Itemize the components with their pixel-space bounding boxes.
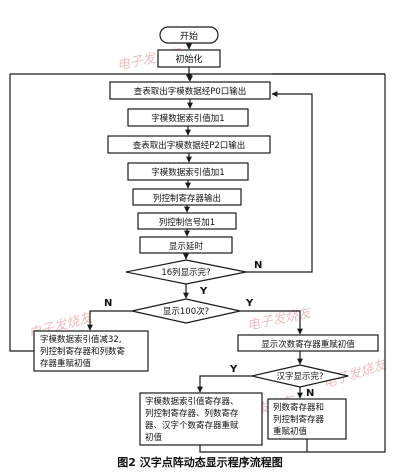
reset-count-label: 显示次数寄存器重赋初值 [261,339,355,350]
column-register-output-label: 列控制寄存器输出 [153,193,221,204]
init-label: 初始化 [175,53,202,65]
index-inc-label-1: 字模数据索引值加1 [151,113,224,124]
reassign-all-box [139,392,263,446]
branch-100-no [87,310,132,331]
start-label: 开始 [180,30,198,42]
reset-columns-line-1: 列数寄存器和 [273,402,324,413]
no-label-char: N [306,388,314,399]
branch-char-yes [197,375,252,393]
index-inc-label-2: 字模数据索引值加1 [151,167,224,178]
figure-caption: 图2 汉字点阵动态显示程序流程图 [117,455,282,469]
reset-index-box [33,330,149,372]
loop-left [9,74,34,352]
yes-label-char: Y [229,364,238,375]
reset-columns-box [267,398,347,440]
decision-100-times [131,298,241,324]
loop-bottom [199,74,386,453]
loop-16col-no [246,91,313,273]
yes-label-100: Y [245,298,254,309]
watermark-5: 电子发烧友 [246,305,315,334]
reassign-all-line-3: 器、汉字个数寄存器重赋 [145,420,239,431]
reset-columns-line-3: 重赋初值 [273,426,308,437]
reassign-all-line-4: 初值 [145,432,163,443]
display-delay-label: 显示延时 [169,241,204,252]
reset-index-line-2: 列控制寄存器和列数寄 [40,346,126,357]
p2-output-label: 查表取出字模数据经P2口输出 [133,140,246,151]
reset-index-line-3: 存器重赋初值 [40,358,92,369]
reassign-all-line-2: 列控制寄存器、列数寄存 [145,408,239,419]
column-signal-inc-label: 列控制信号加1 [159,217,215,228]
reassign-all-line-1: 字模数据索引值寄存器、 [145,396,239,407]
decision-100-times-label: 显示100次? [163,306,209,317]
decision-16-columns-label: 16列显示完? [161,267,210,278]
yes-label-16col: Y [199,286,208,297]
reset-columns-line-2: 列控制寄存器 [273,414,325,425]
no-label-100: N [104,298,112,309]
branch-100-yes [240,310,303,335]
no-label-16col: N [254,260,262,271]
decision-char-done-label: 汉字显示完? [276,371,323,382]
p0-output-label: 查表取出字模数据经P0口输出 [134,86,247,97]
reset-count-box [237,334,379,352]
reset-index-line-1: 字模数据索引值减32, [40,334,122,345]
